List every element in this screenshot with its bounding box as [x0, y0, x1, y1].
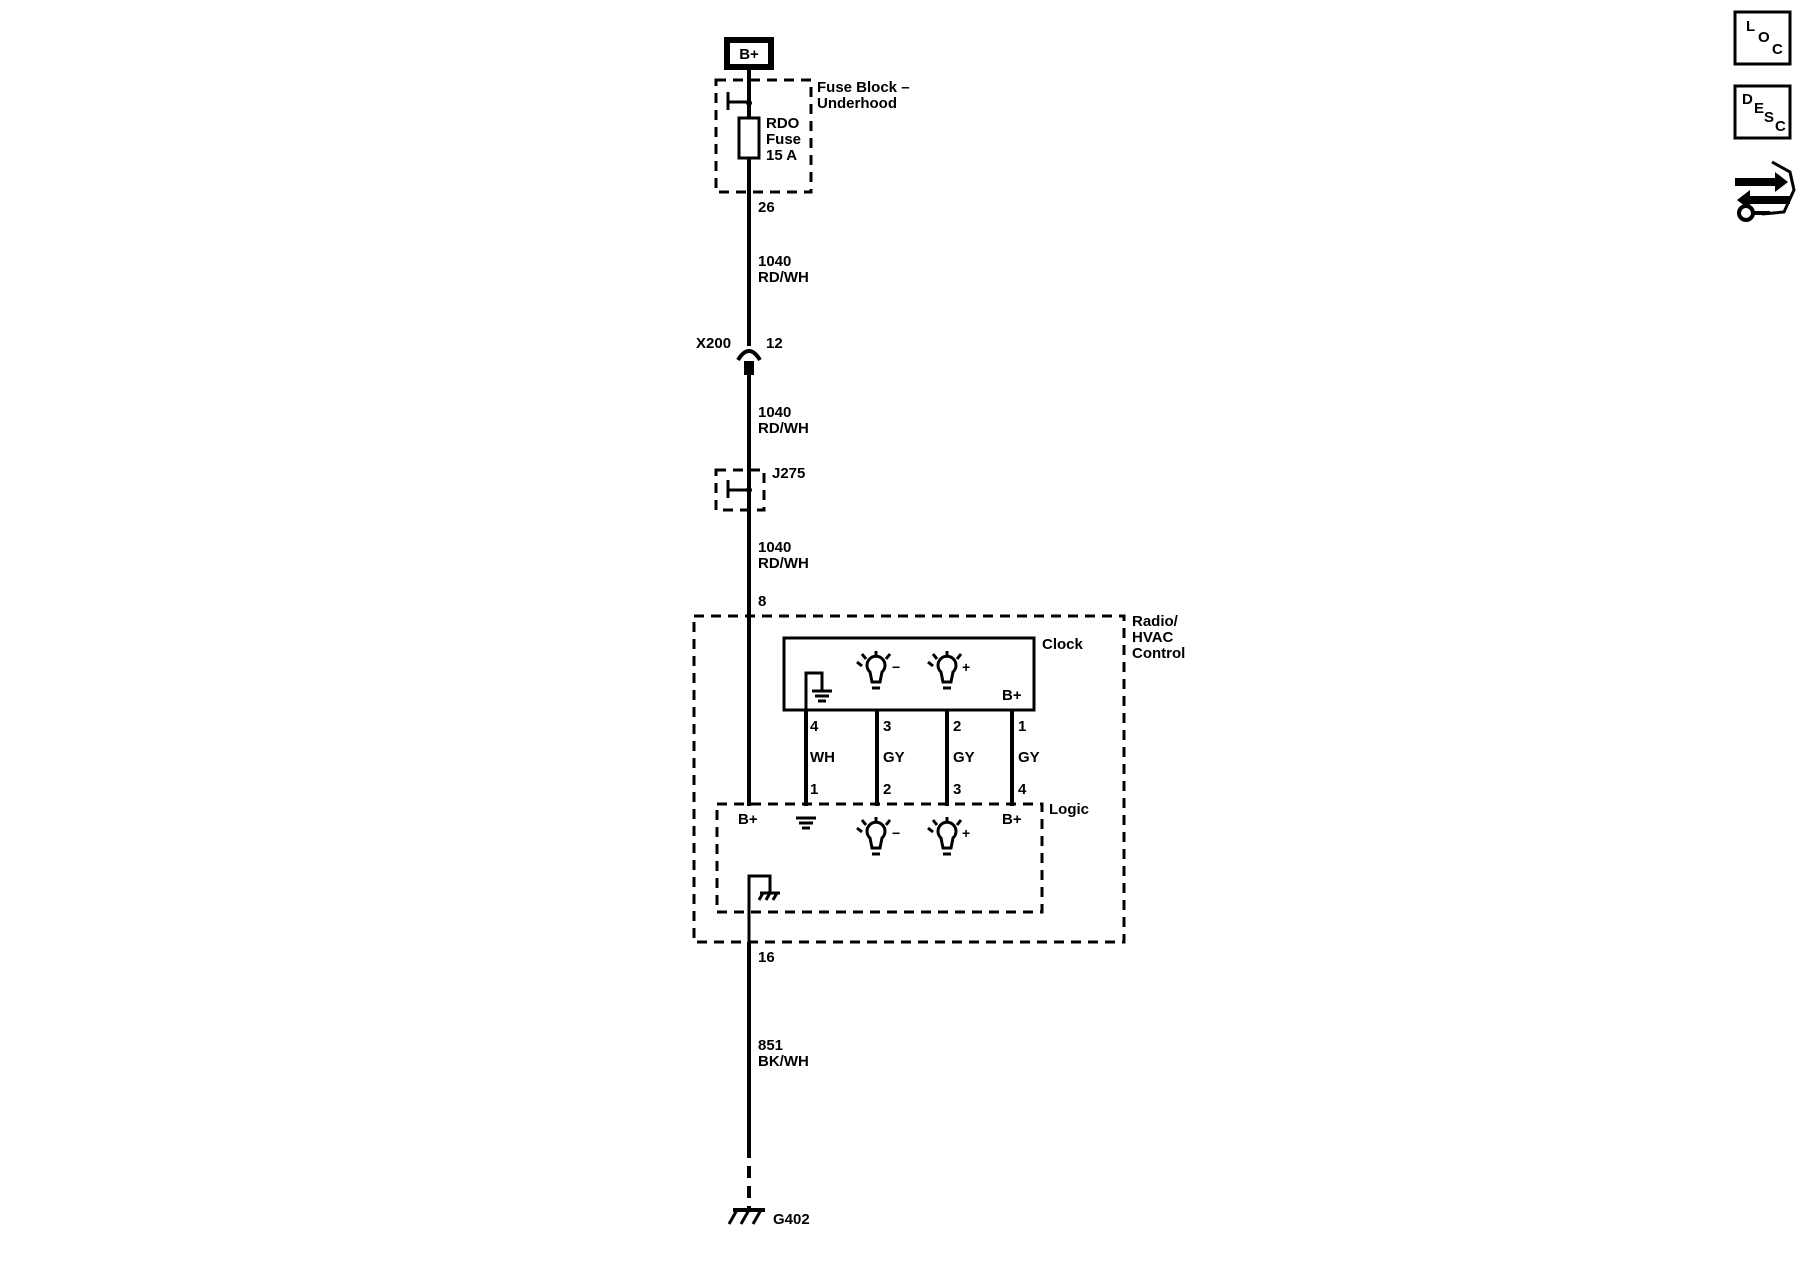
logic-pin-1: 1 [810, 781, 818, 798]
wire1-color: RD/WH [758, 269, 809, 286]
ground-icon [796, 816, 816, 830]
fuse-label-2: Fuse [766, 131, 801, 148]
logic-pin-3: 3 [953, 781, 961, 798]
radio-name-1: Radio/ [1132, 613, 1179, 630]
lamp-plus-icon: + [927, 651, 970, 690]
clock-lamp-plus: + [962, 659, 970, 675]
lamp-plus-icon: + [927, 817, 970, 856]
radio-name-2: HVAC [1132, 629, 1174, 646]
clock-name: Clock [1042, 636, 1084, 653]
radio-name-3: Control [1132, 645, 1185, 662]
radio-hvac-module: Radio/ HVAC Control Clock − [692, 613, 1185, 966]
wire1-circuit: 1040 [758, 253, 791, 270]
clock-pin-4: 1 [1018, 718, 1026, 735]
clock-lamp-minus: − [892, 659, 900, 675]
wire4-color: BK/WH [758, 1053, 809, 1070]
harness-color-3: GY [953, 749, 975, 766]
clock-pin-1: 4 [810, 718, 819, 735]
loc-letter-o: O [1758, 29, 1770, 46]
clock-pin-3: 2 [953, 718, 961, 735]
wire3-circuit: 1040 [758, 539, 791, 556]
fuse-label-3: 15 A [766, 147, 797, 164]
logic-bplus-right: B+ [1002, 811, 1022, 828]
clock-pin-2: 3 [883, 718, 891, 735]
wire2-circuit: 1040 [758, 404, 791, 421]
radio-ground-pin: 16 [758, 949, 775, 966]
fuse-block: Fuse Block – Underhood RDO Fuse 15 A 26 [714, 78, 910, 216]
desc-letter-s: S [1764, 109, 1774, 126]
clock-block: Clock − [782, 636, 1084, 712]
fuse-icon [737, 116, 761, 160]
loc-button[interactable]: L O C [1733, 10, 1792, 66]
logic-lamp-plus: + [962, 825, 970, 841]
harness-color-2: GY [883, 749, 905, 766]
fuse-block-pin: 26 [758, 199, 775, 216]
connector-x200-pin: 12 [766, 335, 783, 352]
desc-letter-c: C [1775, 118, 1786, 135]
radio-input-pin: 8 [758, 593, 766, 610]
logic-lamp-minus: − [892, 825, 900, 841]
service-arrows-icon[interactable] [1735, 160, 1796, 222]
harness-color-1: WH [810, 749, 835, 766]
lamp-minus-icon: − [856, 651, 900, 690]
lamp-minus-icon: − [856, 817, 900, 856]
logic-name: Logic [1049, 801, 1089, 818]
connector-x200-name: X200 [696, 335, 731, 352]
logic-bplus-left: B+ [738, 811, 758, 828]
loc-letter-l: L [1746, 18, 1755, 35]
wire2-color: RD/WH [758, 420, 809, 437]
loc-letter-c: C [1772, 41, 1783, 58]
logic-pin-4: 4 [1018, 781, 1027, 798]
chassis-ground-icon [747, 874, 780, 942]
power-source: B+ [724, 37, 774, 70]
splice-j275: J275 [714, 465, 805, 512]
logic-pin-2: 2 [883, 781, 891, 798]
chassis-ground-icon [727, 1208, 765, 1225]
power-source-label: B+ [739, 46, 759, 63]
wire3-color: RD/WH [758, 555, 809, 572]
ground-g402: G402 [727, 1208, 810, 1228]
ground-icon [804, 671, 832, 710]
logic-block: Logic B+ B+ − [715, 801, 1089, 942]
fuse-block-name-2: Underhood [817, 95, 897, 112]
desc-letter-e: E [1754, 100, 1764, 117]
clock-bplus: B+ [1002, 687, 1022, 704]
connector-x200: X200 12 [696, 335, 783, 375]
fuse-label-1: RDO [766, 115, 800, 132]
wire4-circuit: 851 [758, 1037, 783, 1054]
harness-color-4: GY [1018, 749, 1040, 766]
desc-letter-d: D [1742, 91, 1753, 108]
desc-button[interactable]: D E S C [1733, 84, 1792, 140]
fuse-block-name-1: Fuse Block – [817, 79, 910, 96]
splice-name: J275 [772, 465, 805, 482]
ground-name: G402 [773, 1211, 810, 1228]
